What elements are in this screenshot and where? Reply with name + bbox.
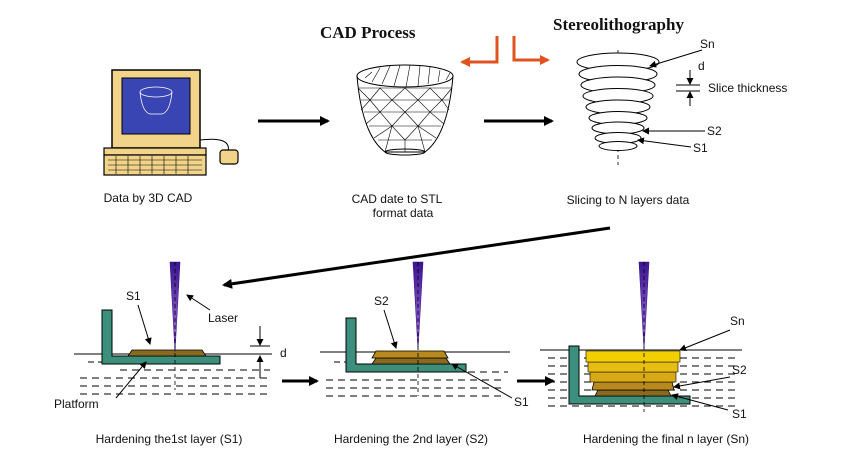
slice-s1-pointer [637, 137, 692, 148]
stage3-s2-pointer [673, 376, 731, 390]
sliced-layers [576, 50, 660, 165]
stage1-caption: Hardening the1st layer (S1) [96, 432, 243, 446]
stage3-s1-pointer [671, 393, 729, 411]
stage3-s1-label: S1 [732, 407, 747, 421]
stage3-vat [540, 261, 742, 412]
slice-d-label: d [698, 59, 705, 73]
stage1-vat [74, 261, 272, 395]
stage1-d-label: d [280, 346, 287, 360]
stage1-platform-pointer [115, 361, 147, 399]
stl-caption-line2: format data [373, 206, 434, 220]
stage1-laser-pointer [186, 294, 211, 311]
stage2-caption: Hardening the 2nd layer (S2) [334, 432, 488, 446]
stage2-s1-label: S1 [514, 395, 529, 409]
arrow-slices-to-hardening [222, 226, 611, 289]
stage2-s1-pointer [451, 363, 513, 399]
cad-process-title: CAD Process [320, 23, 416, 42]
stage3-sn-label: Sn [730, 314, 745, 328]
slice-caption: Slicing to N layers data [567, 193, 690, 207]
slice-s1-label: S1 [693, 141, 708, 155]
stage1-d-marker [250, 326, 270, 378]
stage3-s2-label: S2 [732, 363, 747, 377]
computer-icon [103, 69, 239, 176]
stage1-laser-label: Laser [208, 311, 238, 325]
process-exchange-arrows [460, 36, 550, 67]
stage3-sn-pointer [679, 329, 731, 352]
slice-sn-label: Sn [700, 37, 715, 51]
computer-caption: Data by 3D CAD [104, 191, 193, 205]
stereolithography-title: Stereolithography [553, 15, 684, 34]
stage2-s2-label: S2 [374, 294, 389, 308]
stl-caption-line1: CAD date to STL [352, 192, 443, 206]
slice-thickness-label: Slice thickness [708, 81, 787, 95]
stage1-s1-pointer [137, 304, 152, 345]
stage2-s2-pointer [383, 309, 398, 349]
stage1-platform-label: Platform [54, 397, 99, 411]
stage1-s1-label: S1 [126, 289, 141, 303]
slice-sn-pointer [649, 49, 703, 68]
slice-s2-label: S2 [707, 124, 722, 138]
slice-thickness-marker [676, 70, 700, 106]
stage2-vat [320, 261, 510, 397]
stage3-caption: Hardening the final n layer (Sn) [583, 432, 749, 446]
stl-mesh-bowl [356, 64, 454, 156]
